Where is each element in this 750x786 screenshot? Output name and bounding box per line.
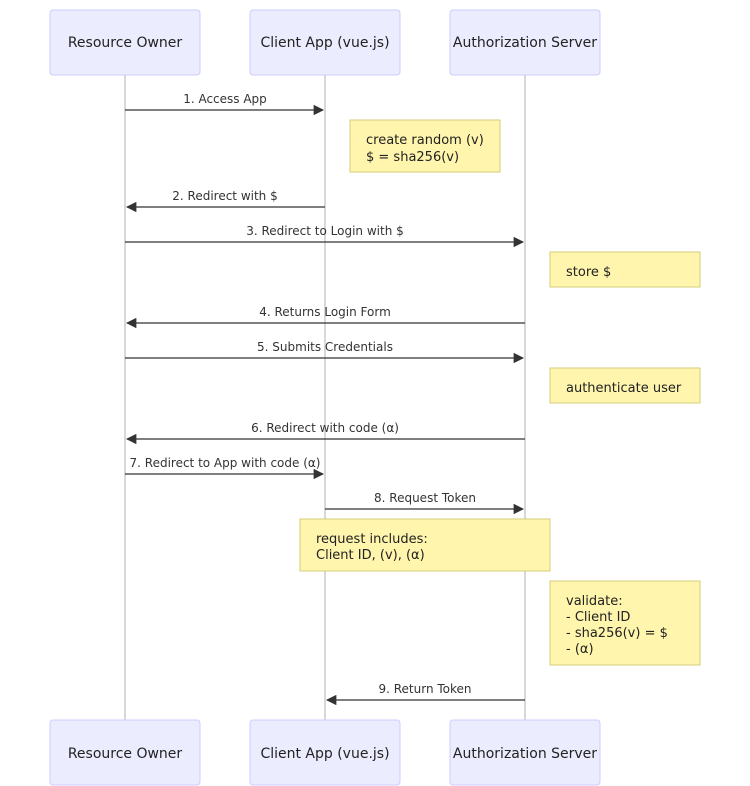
note-line: - (α) xyxy=(566,642,594,657)
note-2: store $ xyxy=(549,251,701,288)
message-label: 2. Redirect with $ xyxy=(172,189,277,203)
note-1: create random (v) $ = sha256(v) xyxy=(349,119,501,173)
message-8: 8. Request Token xyxy=(325,491,525,515)
note-line: request includes: xyxy=(316,532,428,547)
actor-label: Resource Owner xyxy=(68,35,183,51)
note-3: authenticate user xyxy=(549,367,701,404)
message-label: 5. Submits Credentials xyxy=(257,340,393,354)
message-label: 3. Redirect to Login with $ xyxy=(246,224,404,238)
actor-label: Resource Owner xyxy=(68,746,183,762)
actor-label: Client App (vue.js) xyxy=(260,746,389,762)
message-label: 8. Request Token xyxy=(374,491,476,505)
note-line: validate: xyxy=(566,594,623,609)
note-line: - sha256(v) = $ xyxy=(566,626,668,641)
note-5: validate: - Client ID - sha256(v) = $ - … xyxy=(549,580,701,666)
actor-bottom-authorization-server: Authorization Server xyxy=(449,719,601,786)
actor-label: Authorization Server xyxy=(453,746,597,762)
message-4: 4. Returns Login Form xyxy=(125,305,525,329)
message-7: 7. Redirect to App with code (α) xyxy=(125,456,325,480)
message-label: 4. Returns Login Form xyxy=(259,305,391,319)
actor-label: Authorization Server xyxy=(453,35,597,51)
note-line: create random (v) xyxy=(366,133,484,148)
note-line: - Client ID xyxy=(566,610,630,625)
actor-bottom-resource-owner: Resource Owner xyxy=(49,719,201,786)
message-3: 3. Redirect to Login with $ xyxy=(125,224,525,248)
actor-top-client-app: Client App (vue.js) xyxy=(249,9,401,76)
note-line: store $ xyxy=(566,265,611,280)
message-label: 1. Access App xyxy=(183,92,267,106)
actor-top-authorization-server: Authorization Server xyxy=(449,9,601,76)
note-line: authenticate user xyxy=(566,381,682,396)
actor-top-resource-owner: Resource Owner xyxy=(49,9,201,76)
actor-bottom-client-app: Client App (vue.js) xyxy=(249,719,401,786)
message-label: 7. Redirect to App with code (α) xyxy=(130,456,321,470)
message-5: 5. Submits Credentials xyxy=(125,340,525,364)
note-line: Client ID, (v), (α) xyxy=(316,548,425,563)
message-label: 9. Return Token xyxy=(378,682,471,696)
message-label: 6. Redirect with code (α) xyxy=(251,421,399,435)
actor-label: Client App (vue.js) xyxy=(260,35,389,51)
message-1: 1. Access App xyxy=(125,92,325,116)
message-2: 2. Redirect with $ xyxy=(125,189,325,213)
message-9: 9. Return Token xyxy=(325,682,525,706)
note-4: request includes: Client ID, (v), (α) xyxy=(299,518,551,572)
note-line: $ = sha256(v) xyxy=(366,150,459,165)
message-6: 6. Redirect with code (α) xyxy=(125,421,525,445)
